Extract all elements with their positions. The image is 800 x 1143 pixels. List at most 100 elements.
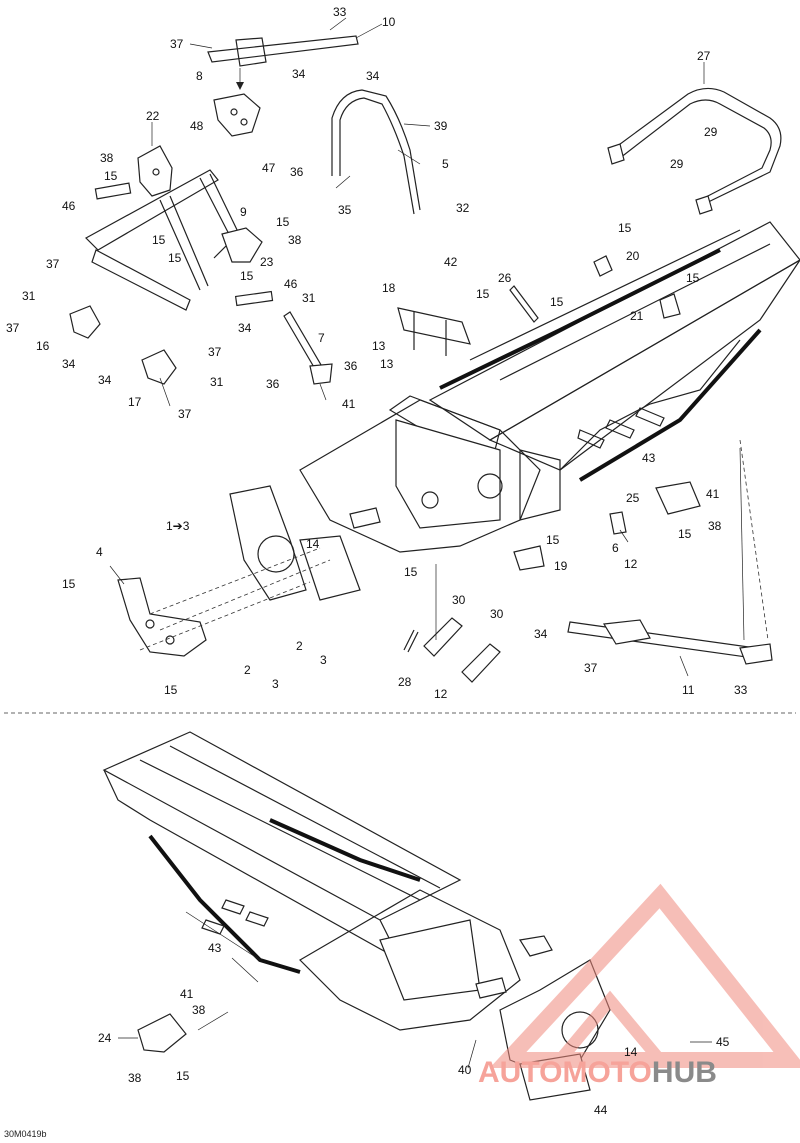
part-20-clip (593, 255, 613, 277)
part-5-loop-handle (331, 89, 431, 215)
callout: 15 (546, 533, 560, 547)
callout: 15 (678, 527, 692, 541)
callout: 41 (180, 987, 194, 1001)
part-16-bracket (69, 305, 101, 339)
callout: 37 (584, 661, 598, 675)
callout: 16 (36, 339, 50, 353)
callout: 37 (46, 257, 60, 271)
callout: 15 (618, 221, 632, 235)
callout-labels: 33 10 37 34 8 27 34 39 29 29 22 48 38 15… (6, 5, 748, 1117)
callout: 31 (302, 291, 316, 305)
callout: 30 (490, 607, 504, 621)
callout: 37 (208, 345, 222, 359)
callout: 37 (170, 37, 184, 51)
callout: 46 (284, 277, 298, 291)
part-25-bracket (655, 481, 701, 515)
part-7-strut (283, 311, 333, 385)
part-24-bracket-assembled (137, 1013, 187, 1053)
callout: 44 (594, 1103, 608, 1117)
callout: 34 (292, 67, 306, 81)
callout: 38 (288, 233, 302, 247)
callout: 27 (697, 49, 711, 63)
callout: 38 (128, 1071, 142, 1085)
part-19-bracket (513, 545, 545, 571)
callout: 43 (208, 941, 222, 955)
callout: 6 (612, 541, 619, 555)
callout: 14 (306, 537, 320, 551)
tunnel-chassis-upper (299, 221, 800, 553)
part-30-rails (423, 617, 501, 683)
part-26-rod (509, 285, 539, 323)
callout: 38 (708, 519, 722, 533)
part-8-bracket (213, 93, 261, 137)
callout: 47 (262, 161, 276, 175)
part-28-pin (403, 629, 419, 653)
callout: 32 (456, 201, 470, 215)
callout: 40 (458, 1063, 472, 1077)
part-22-bracket (137, 145, 173, 197)
callout: 5 (442, 157, 449, 171)
callout: 29 (670, 157, 684, 171)
callout: 15 (476, 287, 490, 301)
callout: 3 (272, 677, 279, 691)
callout: 46 (62, 199, 76, 213)
callout: 34 (534, 627, 548, 641)
part-27-rear-bumper (607, 87, 782, 215)
callout: 33 (333, 5, 347, 19)
callout: 4 (96, 545, 103, 559)
callout: 2 (244, 663, 251, 677)
part-10-upper-arm (207, 35, 359, 90)
callout: 30 (452, 593, 466, 607)
callout: 13 (380, 357, 394, 371)
callout: 39 (434, 119, 448, 133)
callout: 45 (716, 1035, 730, 1049)
callout: 8 (196, 69, 203, 83)
callout: 15 (240, 269, 254, 283)
callout: 42 (444, 255, 458, 269)
callout: 11 (682, 683, 695, 697)
callout: 24 (98, 1031, 112, 1045)
callout: 36 (266, 377, 280, 391)
callout: 19 (554, 559, 568, 573)
figure-code: 30M0419b (4, 1129, 47, 1139)
callout: 31 (210, 375, 224, 389)
callout: 17 (128, 395, 142, 409)
callout: 22 (146, 109, 160, 123)
callout: 28 (398, 675, 412, 689)
leader-lines-lower (118, 911, 712, 1069)
part-46-decals (94, 182, 274, 307)
callout: 12 (624, 557, 638, 571)
callout: 12 (434, 687, 448, 701)
part-4-side-plate (117, 547, 331, 657)
page-note: 1➔3 (166, 519, 190, 533)
callout: 36 (344, 359, 358, 373)
callout: 26 (498, 271, 512, 285)
part-14-front-frame (229, 485, 361, 601)
callout: 10 (382, 15, 396, 29)
part-17-bracket (141, 349, 177, 385)
callout: 35 (338, 203, 352, 217)
callout: 25 (626, 491, 640, 505)
callout: 43 (642, 451, 656, 465)
watermark-text: AUTOMOTOHUB (478, 1056, 717, 1089)
callout: 36 (290, 165, 304, 179)
callout: 33 (734, 683, 748, 697)
callout: 23 (260, 255, 274, 269)
callout: 15 (152, 233, 166, 247)
callout: 48 (190, 119, 204, 133)
callout: 15 (404, 565, 418, 579)
part-18-cross-bracket (397, 307, 471, 356)
callout: 41 (342, 397, 356, 411)
callout: 18 (382, 281, 396, 295)
part-11-rear-arm (567, 439, 773, 665)
callout: 37 (6, 321, 20, 335)
part-23-bracket (221, 227, 263, 263)
callout: 2 (296, 639, 303, 653)
part-6-clip (609, 511, 627, 535)
callout: 15 (164, 683, 178, 697)
callout: 15 (550, 295, 564, 309)
callout: 15 (104, 169, 118, 183)
callout: 31 (22, 289, 36, 303)
callout: 15 (176, 1069, 190, 1083)
callout: 34 (366, 69, 380, 83)
